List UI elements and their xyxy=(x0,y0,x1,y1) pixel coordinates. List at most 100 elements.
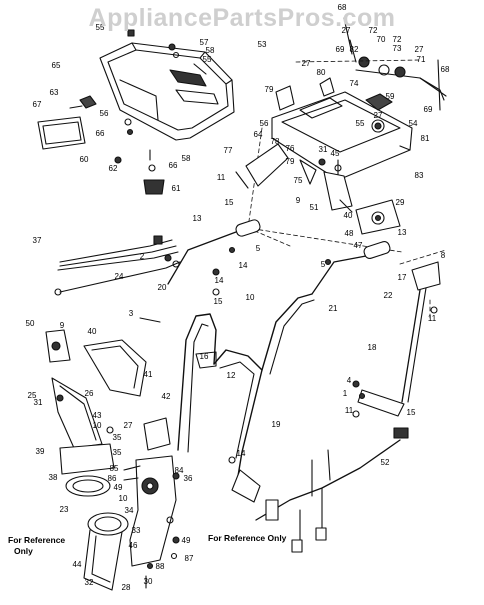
part-callout: 48 xyxy=(345,229,354,238)
part-callout: 51 xyxy=(310,203,319,212)
part-callout: 83 xyxy=(415,171,424,180)
part-callout: 31 xyxy=(319,145,328,154)
part-callout: 70 xyxy=(377,35,386,44)
part-callout: 27 xyxy=(124,421,133,430)
mounting-plate xyxy=(339,199,401,235)
part-callout: 79 xyxy=(265,85,274,94)
part-callout: 34 xyxy=(125,506,134,515)
part-callout: 58 xyxy=(206,46,215,55)
part-callout: 49 xyxy=(182,536,191,545)
part-callout: 63 xyxy=(50,88,59,97)
headlight-assembly xyxy=(37,95,97,150)
part-callout: 8 xyxy=(441,251,446,260)
part-callout: 25 xyxy=(28,391,37,400)
part-callout: 17 xyxy=(398,273,407,282)
part-callout: 61 xyxy=(172,184,181,193)
part-callout: 15 xyxy=(214,297,223,306)
part-callout: 55 xyxy=(356,119,365,128)
part-callout: 30 xyxy=(144,577,153,586)
part-callout: 69 xyxy=(336,45,345,54)
part-callout: 27 xyxy=(302,59,311,68)
part-callout: 50 xyxy=(26,319,35,328)
discharge-chute xyxy=(45,329,115,497)
shift-bracket xyxy=(235,143,353,211)
part-callout: 9 xyxy=(296,196,301,205)
part-callout: 12 xyxy=(227,371,236,380)
part-callout: 19 xyxy=(272,420,281,429)
part-callout: 5 xyxy=(321,260,326,269)
part-callout: 53 xyxy=(258,40,267,49)
part-callout: 35 xyxy=(113,448,122,457)
part-callout: 79 xyxy=(286,157,295,166)
part-callout: 85 xyxy=(110,464,119,473)
part-callout: 62 xyxy=(109,164,118,173)
part-callout: 35 xyxy=(113,433,122,442)
part-callout: 65 xyxy=(52,61,61,70)
shift-linkage xyxy=(343,17,447,111)
part-callout: 66 xyxy=(96,129,105,138)
part-callout: 88 xyxy=(156,562,165,571)
part-callout: 20 xyxy=(158,283,167,292)
handle-frame xyxy=(177,293,315,503)
part-callout: 56 xyxy=(100,109,109,118)
part-callout: 10 xyxy=(246,293,255,302)
part-callout: 72 xyxy=(369,26,378,35)
part-callout: 38 xyxy=(49,473,58,482)
part-callout: 66 xyxy=(169,161,178,170)
ref-note-right: For Reference Only xyxy=(208,533,287,543)
part-callout: 73 xyxy=(393,44,402,53)
part-callout: 69 xyxy=(424,105,433,114)
part-callout: 4 xyxy=(347,376,352,385)
part-callout: 86 xyxy=(108,474,117,483)
part-callout: 40 xyxy=(344,211,353,220)
part-callout: 76 xyxy=(286,144,295,153)
deflector-shield xyxy=(83,339,147,397)
part-callout: 67 xyxy=(33,100,42,109)
part-callout: 16 xyxy=(200,352,209,361)
part-callout: 68 xyxy=(441,65,450,74)
part-callout: 58 xyxy=(182,154,191,163)
part-callout: 87 xyxy=(185,554,194,563)
part-callout: 52 xyxy=(381,458,390,467)
part-callout: 75 xyxy=(294,176,303,185)
chute-gearbox xyxy=(123,417,180,589)
part-callout: 43 xyxy=(93,411,102,420)
part-callout: 33 xyxy=(132,526,141,535)
part-callout: 11 xyxy=(345,406,354,415)
part-callout: 22 xyxy=(384,291,393,300)
part-callout: 13 xyxy=(193,214,202,223)
upper-handles xyxy=(167,219,391,295)
part-callout: 31 xyxy=(34,398,43,407)
part-callout: 55 xyxy=(96,23,105,32)
part-callout: 10 xyxy=(93,421,102,430)
part-callout: 37 xyxy=(33,236,42,245)
part-callout: 71 xyxy=(417,55,426,64)
part-callout: 13 xyxy=(398,228,407,237)
part-callout: 54 xyxy=(409,119,418,128)
part-callout: 57 xyxy=(200,38,209,47)
part-callout: 18 xyxy=(368,343,377,352)
control-cables xyxy=(54,235,181,296)
part-callout: 27 xyxy=(342,26,351,35)
part-callout: 78 xyxy=(271,137,280,146)
part-callout: 82 xyxy=(350,45,359,54)
ref-note-left-line2: Only xyxy=(14,546,33,556)
part-callout: 74 xyxy=(350,79,359,88)
part-callout: 59 xyxy=(386,92,395,101)
shroud-assembly xyxy=(99,42,235,141)
part-callout: 24 xyxy=(115,272,124,281)
part-callout: 72 xyxy=(393,35,402,44)
dash-panel-assembly xyxy=(271,77,413,181)
part-callout: 14 xyxy=(239,261,248,270)
part-callout: 36 xyxy=(184,474,193,483)
part-callout: 2 xyxy=(140,252,145,261)
part-callout: 5 xyxy=(256,244,261,253)
part-callout: 84 xyxy=(175,466,184,475)
part-callout: 23 xyxy=(60,505,69,514)
part-callout: 15 xyxy=(225,198,234,207)
part-callout: 14 xyxy=(215,276,224,285)
part-callout: 60 xyxy=(80,155,89,164)
part-callout: 56 xyxy=(260,119,269,128)
part-callout: 77 xyxy=(224,146,233,155)
